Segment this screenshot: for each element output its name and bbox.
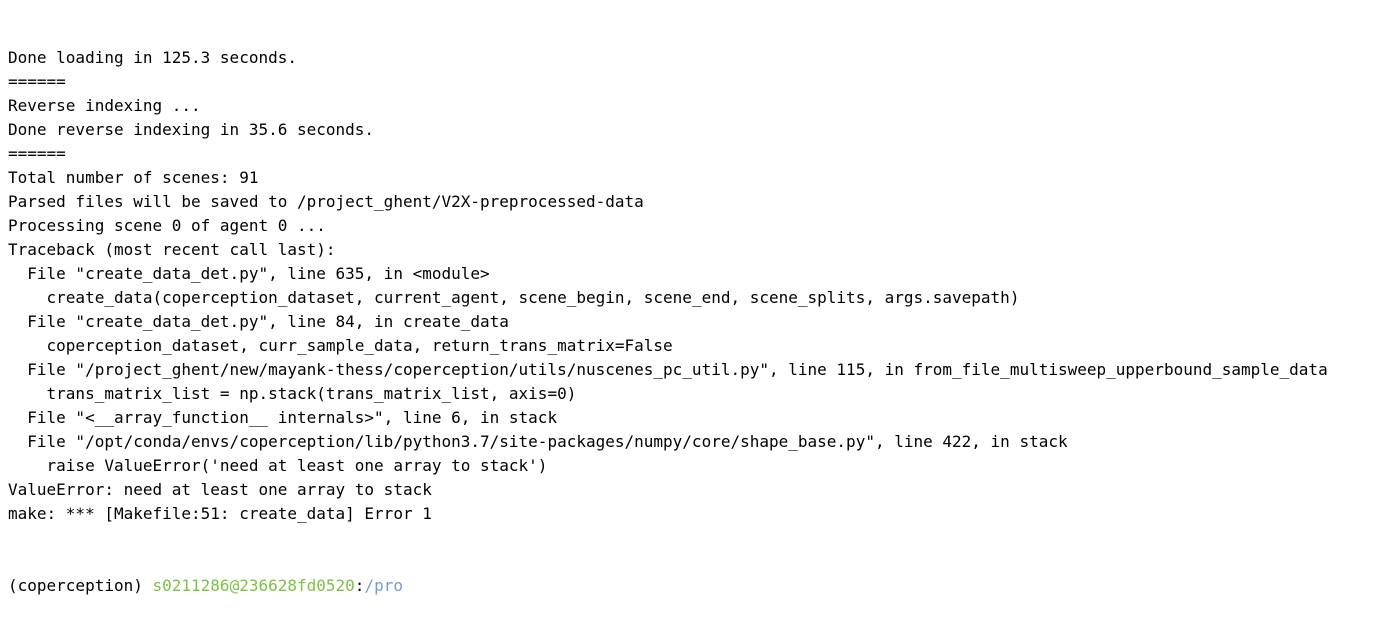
output-line: File "/opt/conda/envs/coperception/lib/p… [8, 432, 1068, 451]
output-line: trans_matrix_list = np.stack(trans_matri… [8, 384, 577, 403]
output-line: File "<__array_function__ internals>", l… [8, 408, 558, 427]
output-line: ====== [8, 72, 66, 91]
terminal-output[interactable]: Done loading in 125.3 seconds. ====== Reve… [8, 0, 1328, 622]
prompt-separator: : [354, 576, 365, 595]
shell-prompt: (coperception) s0211286@236628fd0520:/pr… [8, 574, 1328, 598]
output-line: ====== [8, 144, 66, 163]
output-line: create_data(coperception_dataset, curren… [8, 288, 1020, 307]
output-line: raise ValueError('need at least one arra… [8, 456, 548, 475]
prompt-user-host: s0211286@236628fd0520 [152, 576, 355, 595]
output-line: make: *** [Makefile:51: create_data] Err… [8, 504, 432, 523]
output-line: coperception_dataset, curr_sample_data, … [8, 336, 673, 355]
output-line: File "create_data_det.py", line 84, in c… [8, 312, 509, 331]
output-line: File "/project_ghent/new/mayank-thess/co… [8, 360, 1328, 379]
output-line: Done loading in 125.3 seconds. [8, 48, 297, 67]
output-line: Reverse indexing ... [8, 96, 201, 115]
output-line: Done reverse indexing in 35.6 seconds. [8, 120, 375, 139]
output-line: ValueError: need at least one array to s… [8, 480, 432, 499]
output-line: Processing scene 0 of agent 0 ... [8, 216, 326, 235]
output-line: Total number of scenes: 91 [8, 168, 259, 187]
prompt-env: (coperception) [8, 576, 153, 595]
output-lines: Done loading in 125.3 seconds. ====== Reve… [8, 46, 1328, 526]
prompt-path: /pro [364, 576, 403, 595]
output-line: Parsed files will be saved to /project_g… [8, 192, 644, 211]
output-line: Traceback (most recent call last): [8, 240, 336, 259]
output-line: File "create_data_det.py", line 635, in … [8, 264, 490, 283]
